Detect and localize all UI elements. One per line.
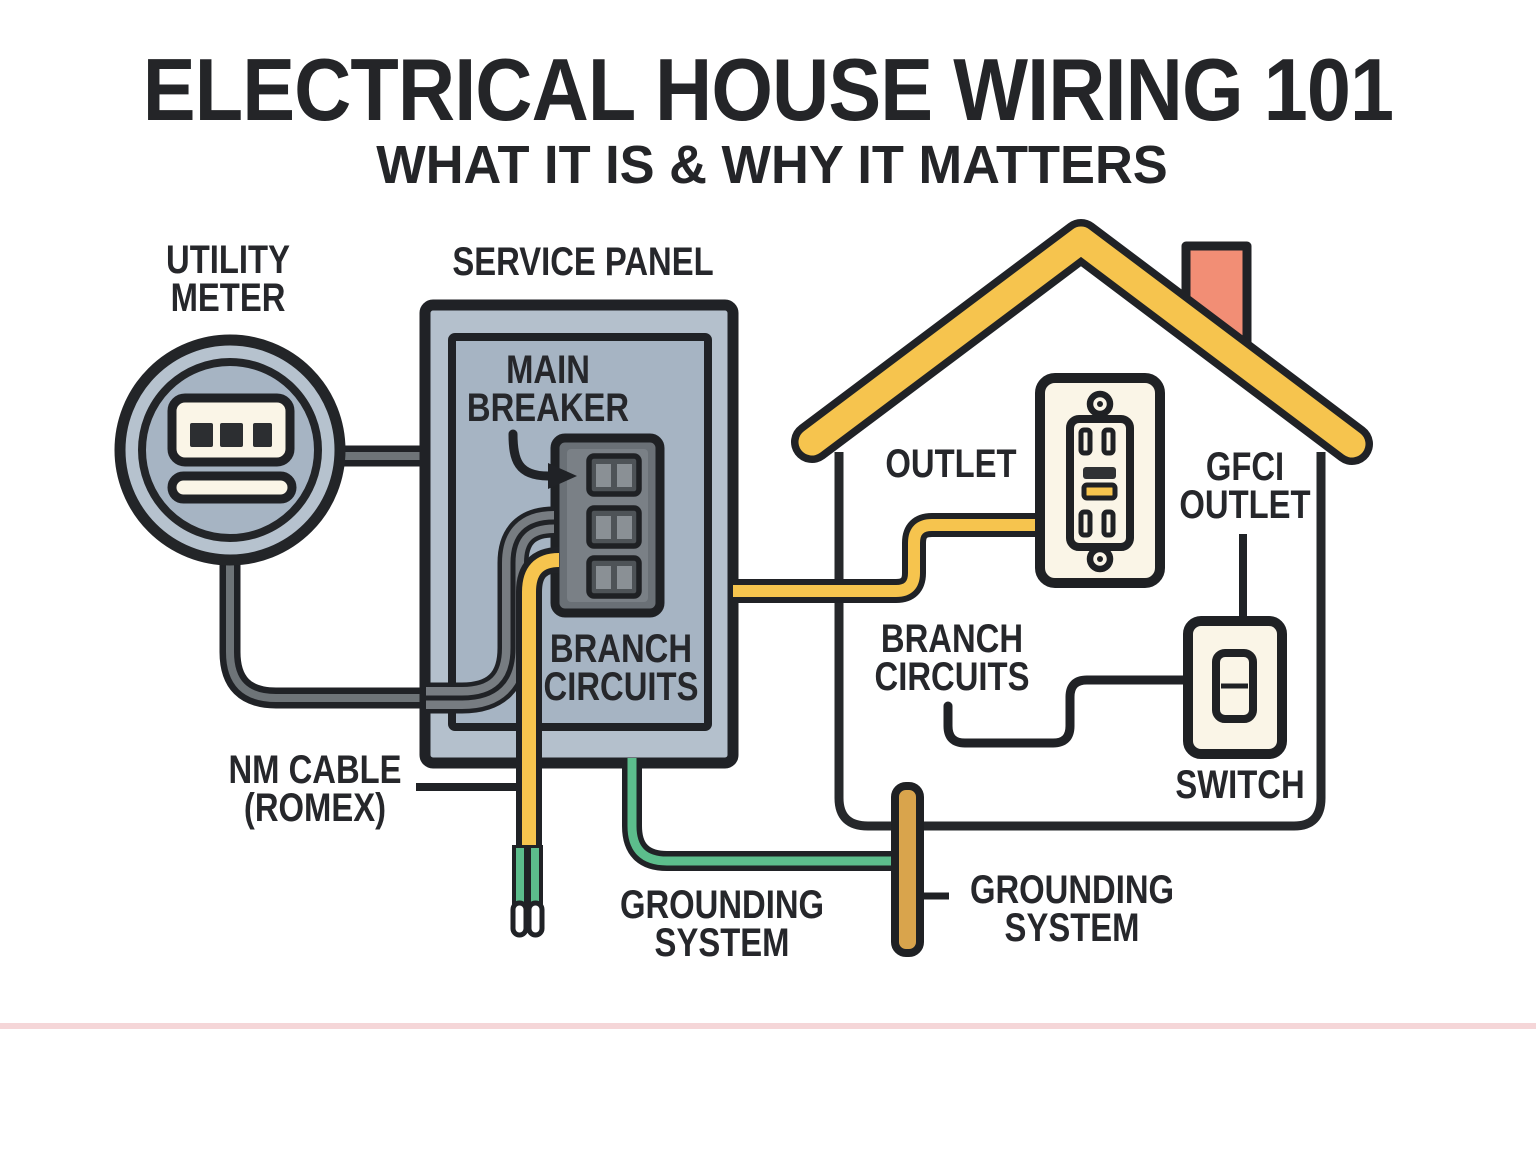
- outlet-slot: [1101, 427, 1116, 456]
- nm-cable-label-line1: NM CABLE: [228, 748, 402, 792]
- outlet-label: OUTLET: [885, 442, 1017, 486]
- wire-grounding-outline: [622, 758, 898, 871]
- breaker-cell: [617, 464, 632, 487]
- nm-cable-label-line2: (ROMEX): [243, 786, 387, 830]
- service-panel-label: SERVICE PANEL: [452, 240, 714, 284]
- branch-circuits-house-label: BRANCH CIRCUITS: [874, 617, 1030, 699]
- roof: [798, 226, 1366, 458]
- outlet-slot: [1078, 509, 1093, 538]
- breaker-cell: [617, 566, 632, 589]
- grounding-system-right-line2: SYSTEM: [1004, 906, 1140, 950]
- wire-branch-to-switch: [943, 675, 1197, 748]
- gfci-outlet-label-line2: OUTLET: [1179, 483, 1311, 527]
- grounding-system-right-label: GROUNDING SYSTEM: [969, 868, 1175, 950]
- outlet-slot: [1101, 509, 1116, 538]
- main-breaker-label-line1: MAIN: [506, 348, 590, 392]
- gfci-outlet-label-line1: GFCI: [1205, 445, 1285, 489]
- breaker-rows: [586, 453, 642, 599]
- outlet-test-button: [1083, 467, 1116, 479]
- grounding-system-left-label: GROUNDING SYSTEM: [619, 883, 825, 965]
- wire-branch-to-outlet-outline: [733, 513, 1046, 603]
- page-subtitle: WHAT IT IS & WHY IT MATTERS: [376, 135, 1168, 195]
- nm-cable: [522, 553, 560, 850]
- breaker-cell: [617, 516, 632, 539]
- wire-grounding: [627, 758, 898, 866]
- outlet-label-text: OUTLET: [885, 442, 1017, 486]
- main-breaker-arrow-head: [548, 463, 577, 489]
- breaker-cell: [596, 516, 611, 539]
- wire-panel-feed-split: [426, 519, 555, 701]
- meter-digit: [190, 423, 213, 447]
- meter-digit: [220, 423, 243, 447]
- meter-digit: [253, 423, 272, 447]
- utility-meter-label: UTILITY METER: [166, 238, 290, 320]
- grounding-system-left-line2: SYSTEM: [654, 921, 790, 965]
- bare-wire-end: [510, 900, 529, 938]
- service-panel-label-text: SERVICE PANEL: [452, 240, 714, 284]
- wires: [426, 506, 1046, 938]
- grounding-rod-group: [891, 782, 949, 957]
- grounding-rod: [891, 782, 924, 957]
- main-breaker-label-line2: BREAKER: [466, 386, 630, 430]
- branch-circuits-house-label-line2: CIRCUITS: [874, 655, 1030, 699]
- outlet-screw-bottom-dot: [1097, 556, 1103, 562]
- outlet-reset-button: [1081, 482, 1118, 501]
- switch-label: SWITCH: [1175, 763, 1305, 807]
- utility-meter: [114, 334, 434, 709]
- branch-circuits-panel-label-line2: CIRCUITS: [543, 665, 699, 709]
- branch-circuits-house-label-line1: BRANCH: [880, 617, 1024, 661]
- grounding-system-right-line1: GROUNDING: [969, 868, 1175, 912]
- wire-branch-to-outlet: [733, 519, 1046, 597]
- wire-meter-service-drop-outline: [219, 550, 434, 709]
- main-breaker-arrow-curve: [508, 429, 553, 481]
- switch-label-text: SWITCH: [1175, 763, 1305, 807]
- page-title: ELECTRICAL HOUSE WIRING 101: [142, 40, 1394, 139]
- nm-cable-label: NM CABLE (ROMEX): [228, 748, 402, 830]
- branch-circuits-panel-label-line1: BRANCH: [549, 627, 693, 671]
- house-walls: [834, 452, 1326, 831]
- wire-meter-service-drop: [226, 550, 434, 702]
- breaker-cell: [596, 566, 611, 589]
- utility-meter-label-line2: METER: [170, 276, 286, 320]
- bare-wire-end: [526, 900, 545, 938]
- branch-circuits-panel-label: BRANCH CIRCUITS: [543, 627, 699, 709]
- switch-device: [943, 534, 1287, 759]
- outlet-screw-top-dot: [1097, 401, 1103, 407]
- gfci-outlet-label: GFCI OUTLET: [1179, 445, 1311, 527]
- breaker-cell: [596, 464, 611, 487]
- main-breaker-label: MAIN BREAKER: [466, 348, 630, 430]
- outlet-slot: [1078, 427, 1093, 456]
- main-breaker-arrow: [508, 429, 577, 489]
- outlet-device: [1035, 373, 1165, 588]
- meter-dial-slot: [167, 471, 297, 504]
- utility-meter-label-line1: UTILITY: [166, 238, 290, 282]
- house: [791, 219, 1373, 831]
- grounding-system-left-line1: GROUNDING: [619, 883, 825, 927]
